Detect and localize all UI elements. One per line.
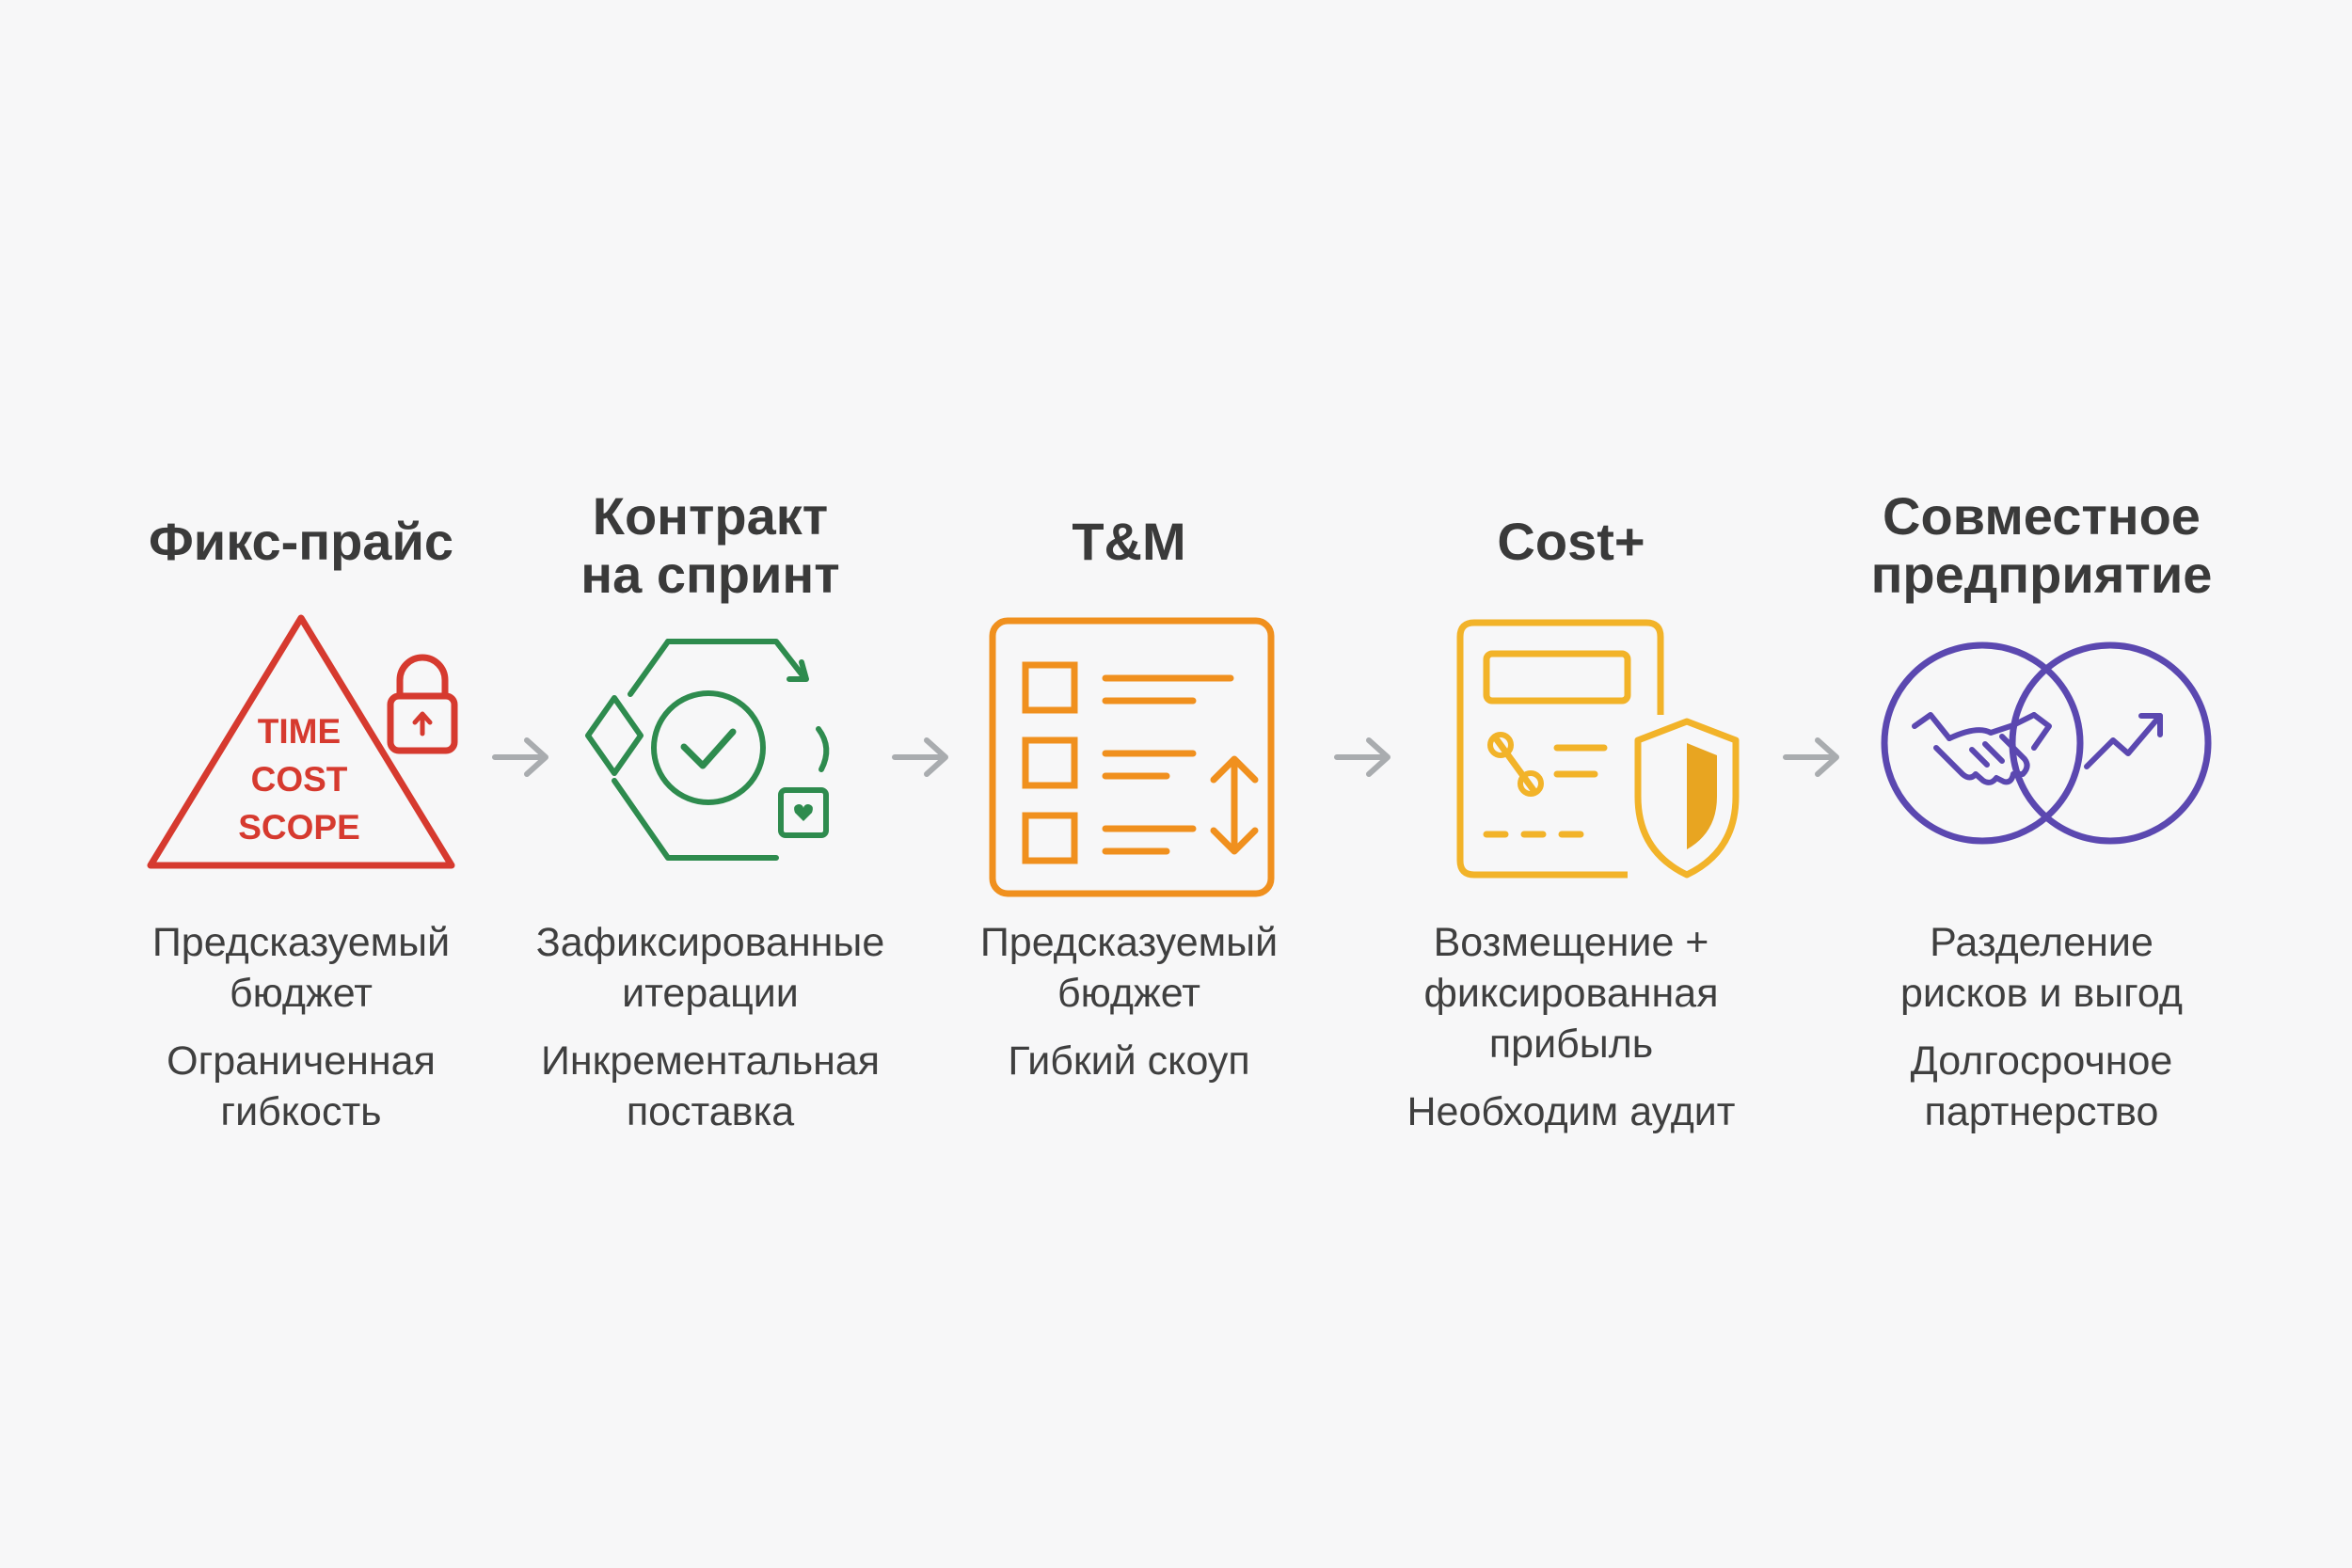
arrow-right-icon (1334, 737, 1391, 777)
svg-text:SCOPE: SCOPE (238, 808, 360, 847)
handshake-icon (1912, 712, 2052, 785)
step-joint-venture: Совместное предприятие Разделение рисков… (1835, 0, 2249, 1568)
step-title: Совместное предприятие (1870, 486, 2213, 604)
lock-icon (387, 654, 458, 754)
svg-text:COST: COST (251, 760, 348, 799)
step-title: Контракт на спринт (580, 486, 840, 604)
step-description: Возмещение + фиксированная прибыль Необх… (1406, 920, 1736, 1134)
arrow-right-icon (1783, 737, 1839, 777)
step-cost-plus: Cost+ Возмещение + фиксированная прибыль… (1364, 0, 1778, 1568)
svg-text:TIME: TIME (258, 712, 341, 751)
triangle-lock-icon: TIME COST SCOPE (147, 614, 458, 869)
step-fixed-price: Фикс-прайс TIME COST SCOPE Предсказуемый… (94, 0, 508, 1568)
step-title: T&M (1072, 512, 1186, 571)
step-title: Cost+ (1497, 512, 1645, 571)
step-description: Предсказуемый бюджет Ограниченная гибкос… (151, 920, 451, 1134)
arrow-right-icon (892, 737, 948, 777)
trend-up-icon (2084, 713, 2163, 769)
sprint-cycle-icon (585, 639, 830, 861)
arrow-right-icon (492, 737, 548, 777)
step-description: Зафиксированные итерации Инкрементальная… (535, 920, 885, 1134)
step-description: Предсказуемый бюджет Гибкий скоуп (979, 920, 1279, 1084)
checklist-icon (989, 617, 1275, 897)
step-description: Разделение рисков и выгод Долгосрочное п… (1900, 920, 2183, 1134)
venn-handshake-icon (1881, 641, 2212, 845)
calculator-shield-icon (1456, 619, 1740, 879)
step-sprint-contract: Контракт на спринт Зафиксированные итера… (503, 0, 917, 1568)
step-time-and-materials: T&M Предсказуемый бюджет Гибкий скоуп (922, 0, 1336, 1568)
step-title: Фикс-прайс (148, 512, 454, 571)
